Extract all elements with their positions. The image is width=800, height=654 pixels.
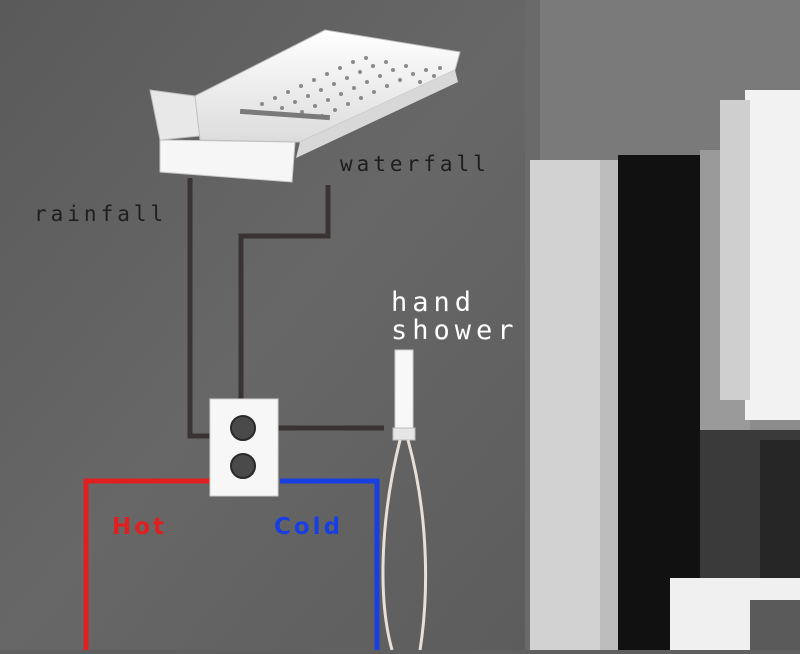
waterfall-slot [239,108,331,121]
pipes [187,178,384,439]
bathroom-photo [530,0,800,650]
valve-knob-bottom [230,453,256,479]
hand-shower-label-line2: shower [391,315,519,346]
cold-label: Cold [274,514,344,540]
waterfall-label: waterfall [340,152,490,176]
hand-shower [381,349,428,651]
valve-knob-top [230,415,256,441]
rainfall-label: rainfall [34,202,168,226]
cold-water-line [280,478,380,650]
rainfall-pipe [187,178,213,439]
valve-panel [209,398,279,497]
shower-head-nozzles [260,56,442,118]
hand-shower-label-line1: hand [391,287,477,318]
shower-head [149,29,461,183]
hot-label: Hot [112,514,168,540]
hot-water-line [83,478,210,650]
hand-shower-hose [381,439,428,651]
waterfall-pipe [238,185,331,400]
